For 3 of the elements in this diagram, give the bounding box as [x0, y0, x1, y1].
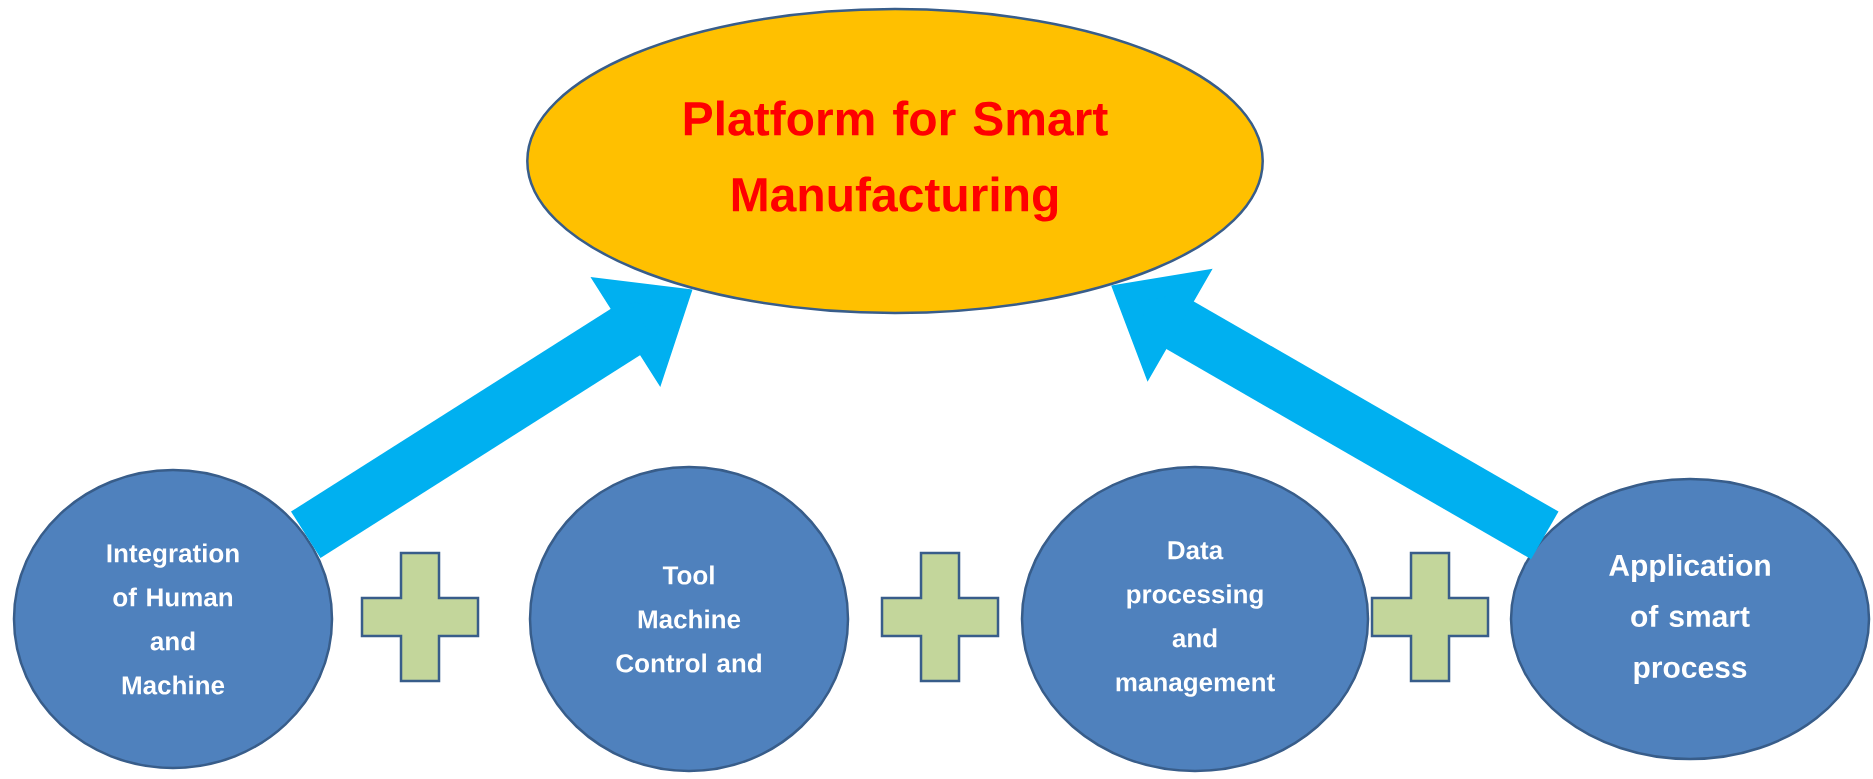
- plus-sign: [1370, 551, 1490, 683]
- plus-sign: [360, 551, 480, 683]
- plus-sign: [880, 551, 1000, 683]
